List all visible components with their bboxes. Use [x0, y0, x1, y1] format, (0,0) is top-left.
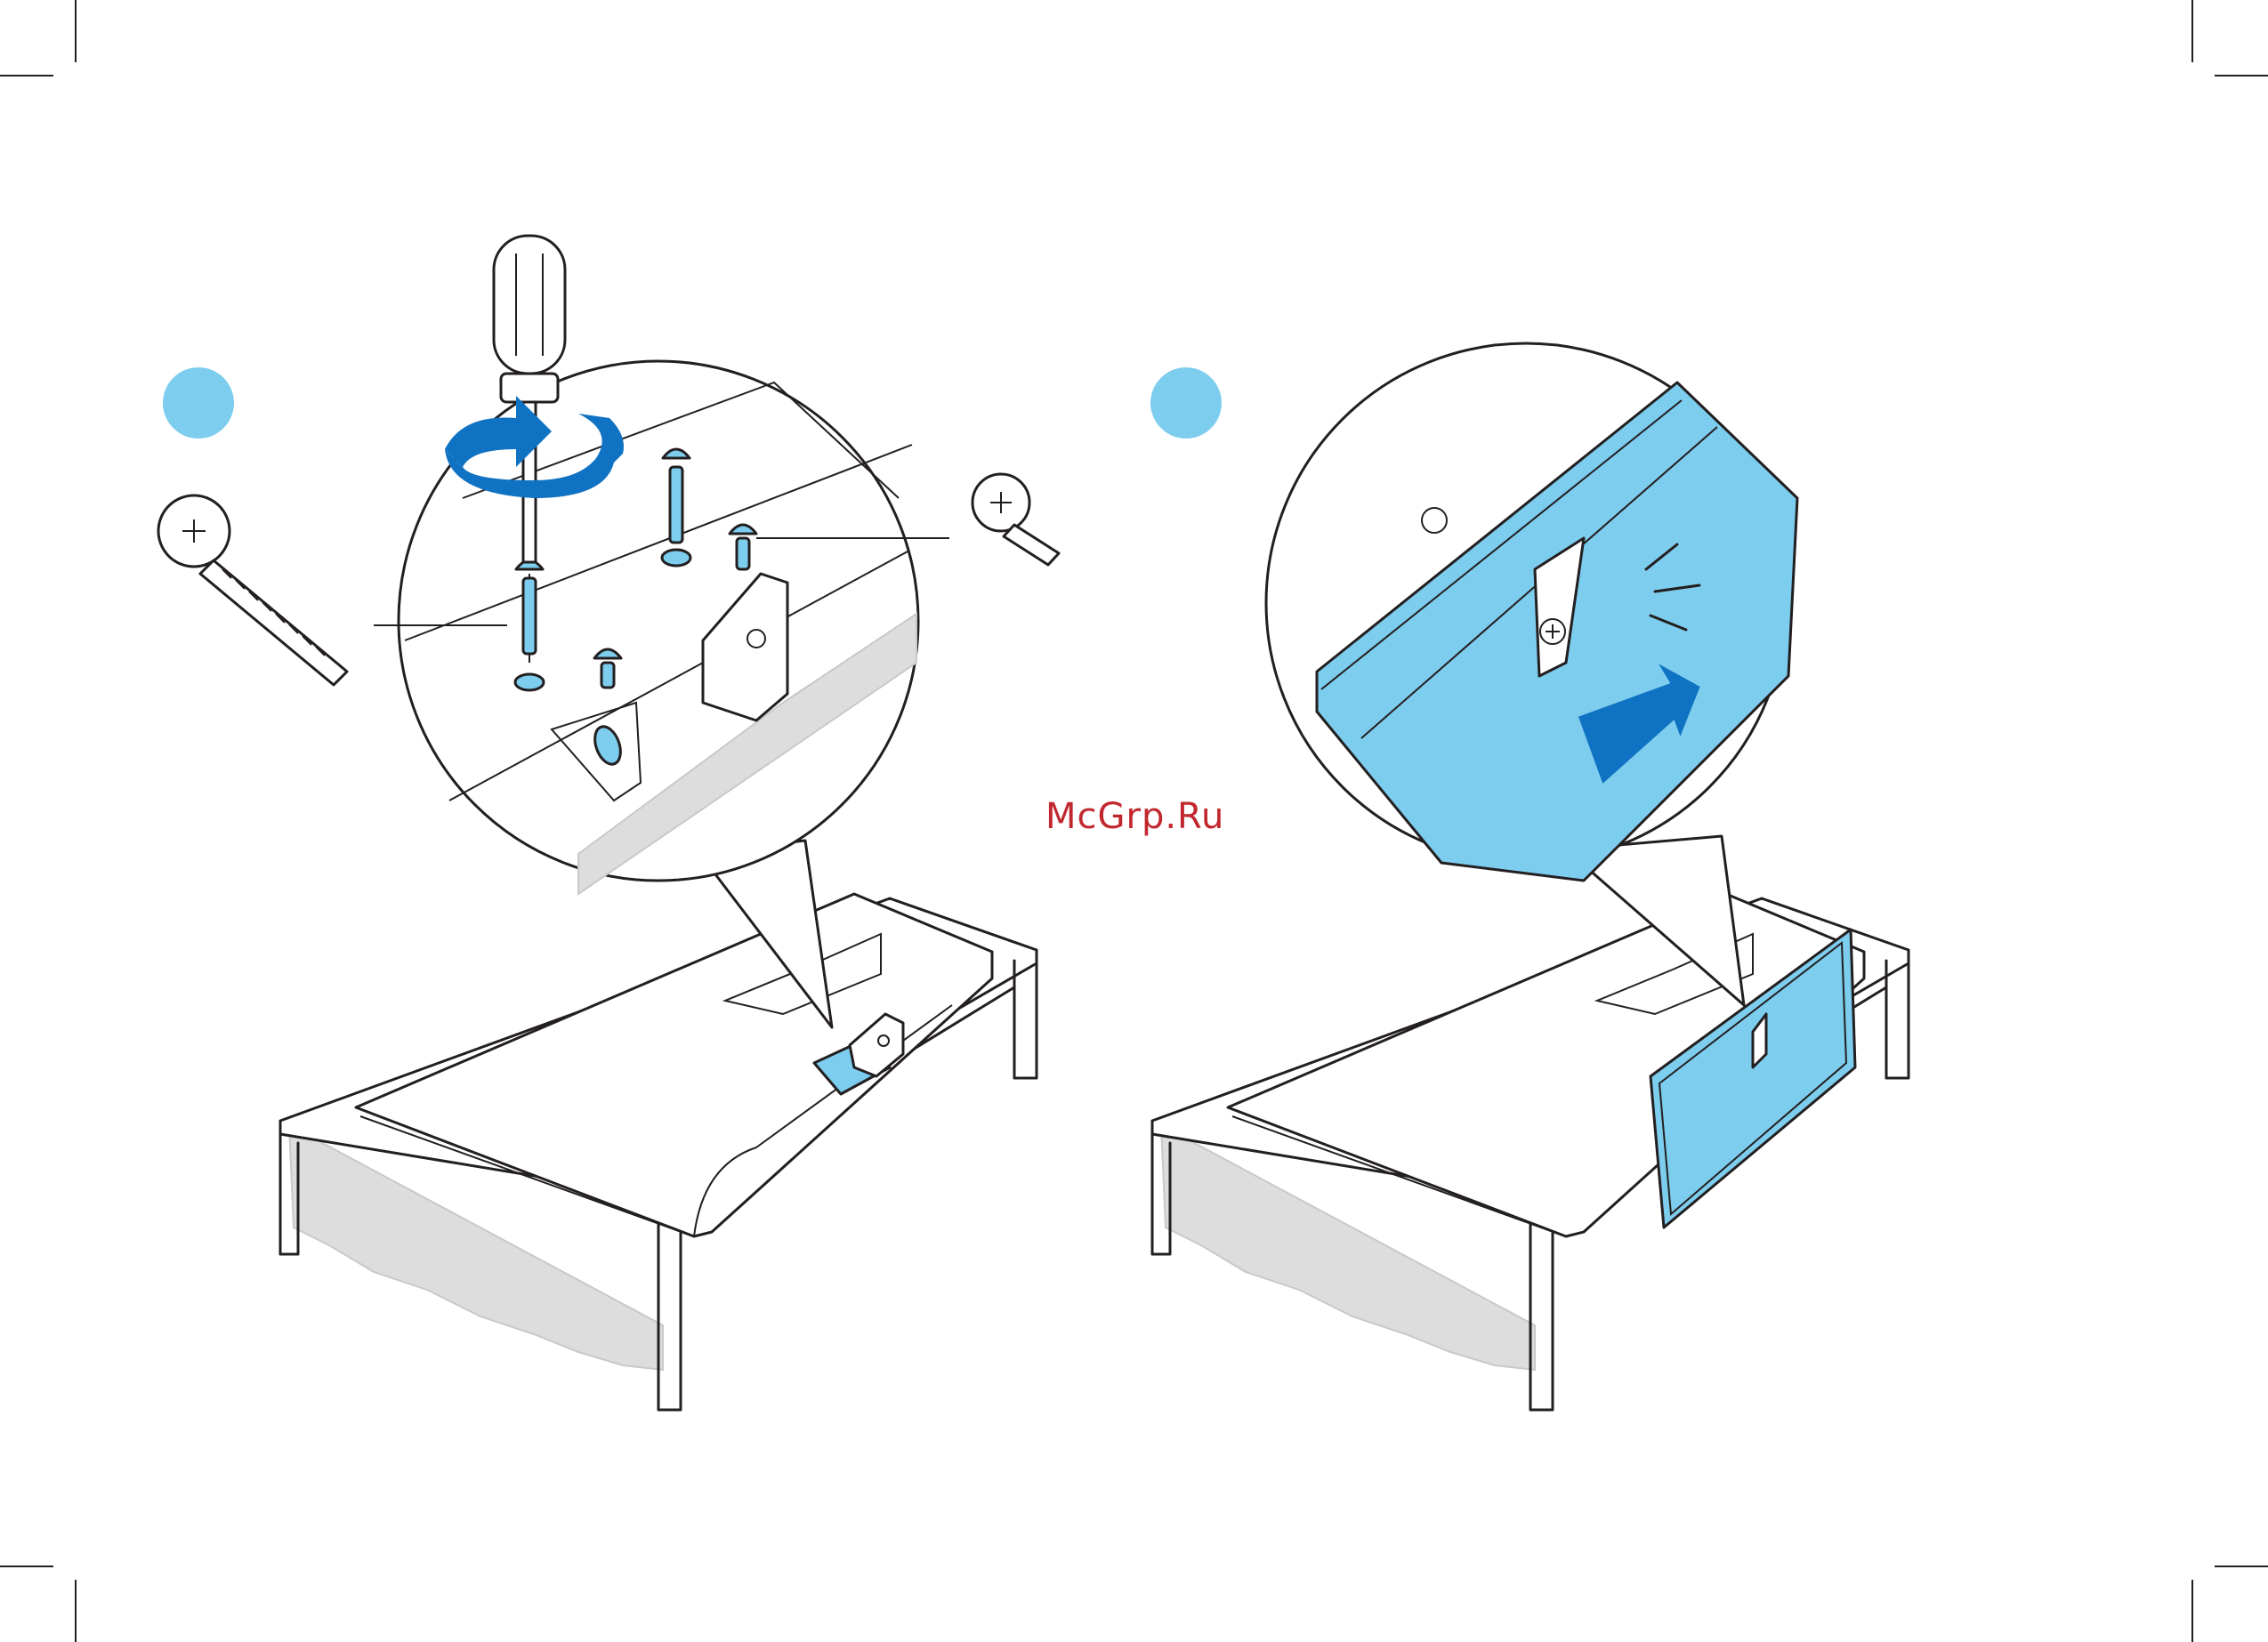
step-2-illustration: [1150, 343, 1909, 1410]
long-screw-icon: [158, 495, 347, 685]
watermark-text: McGrp.Ru: [1045, 796, 1224, 837]
step-1-illustration: [158, 236, 1059, 1410]
zoom-bubble-2: [1266, 343, 1797, 1005]
tv-body-1: [356, 894, 992, 1236]
step-2-marker: [1150, 367, 1222, 439]
short-screw-icon: [973, 474, 1059, 565]
step-1-marker: [163, 367, 234, 439]
